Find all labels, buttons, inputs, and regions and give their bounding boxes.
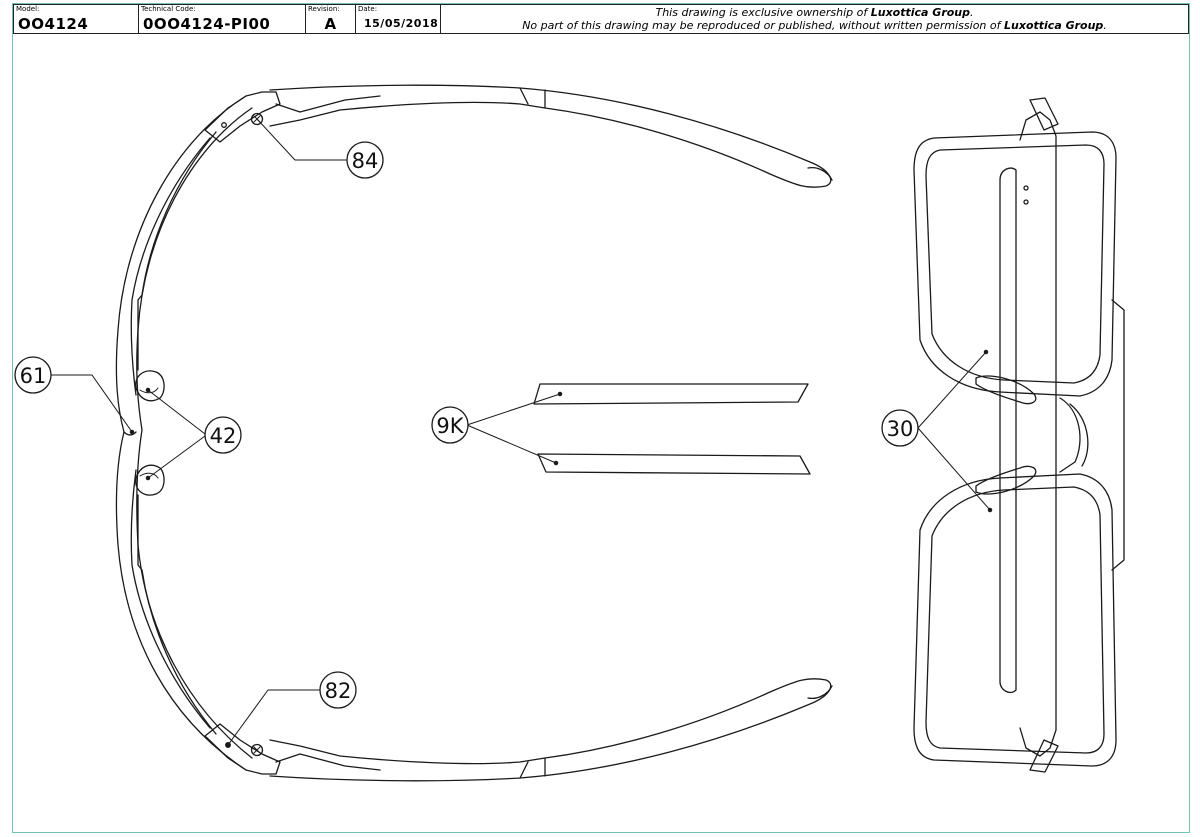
upper-lens-inner (925, 144, 1105, 384)
notice-line-2: No part of this drawing may be reproduce… (522, 19, 1107, 32)
callout-82: 82 (325, 679, 352, 703)
nose-pad-top (135, 370, 165, 402)
leader-84 (256, 118, 348, 161)
lower-lens-inner (925, 486, 1105, 754)
callout-9k: 9K (436, 414, 464, 438)
lens-edge-top-inner (137, 131, 217, 371)
front-rim-inner (136, 107, 253, 759)
temple-top-joint (519, 87, 546, 109)
callout-circle-82 (319, 671, 357, 709)
hinge-pin-bottom (225, 742, 231, 748)
date-value: 15/05/2018 (364, 17, 439, 30)
model-cell: Model: OO4124 (14, 5, 139, 33)
temple-tip-bottom (807, 685, 833, 700)
leader-61 (49, 374, 133, 433)
notice-line-1: This drawing is exclusive ownership of L… (655, 6, 974, 19)
temple-bottom-outer (269, 678, 832, 782)
ownership-notice: This drawing is exclusive ownership of L… (441, 5, 1188, 33)
temple-top-core (275, 95, 381, 113)
front-nose-pad-top (975, 375, 1037, 405)
screw-84 (250, 112, 264, 126)
lens-edge-top (130, 137, 211, 396)
leader-42-top (147, 389, 206, 435)
temple-end-bottom (1029, 739, 1059, 773)
screw-82 (250, 743, 264, 757)
model-label: Model: (16, 5, 40, 13)
upper-lens-outer (913, 131, 1117, 397)
temple-tip-upper (533, 383, 809, 405)
frame-top-view (115, 84, 833, 782)
callouts (14, 118, 993, 748)
temple-end-top (1029, 97, 1059, 131)
technical-code-cell: Technical Code: 0OO4124-PI00 (139, 5, 306, 33)
date-label: Date: (358, 5, 378, 13)
lens-edge-bottom-inner (137, 494, 217, 735)
owner-name-2: Luxottica Group (1004, 19, 1104, 32)
bridge (123, 431, 137, 436)
model-value: OO4124 (18, 15, 89, 33)
rim-side (1111, 299, 1125, 571)
callout-30: 30 (887, 417, 914, 441)
callout-61: 61 (20, 364, 47, 388)
revision-value: A (324, 15, 337, 33)
revision-cell: Revision: A (306, 5, 356, 33)
callout-84: 84 (352, 149, 379, 173)
temple-tip-top (807, 166, 833, 181)
title-block: Model: OO4124 Technical Code: 0OO4124-PI… (13, 4, 1189, 34)
drawing-sheet-border (12, 3, 1190, 833)
hinge-top (204, 91, 281, 143)
temple-bottom-core (275, 753, 381, 771)
technical-code-value: 0OO4124-PI00 (143, 15, 271, 33)
folded-temple (999, 167, 1017, 694)
lower-lens-outer (913, 473, 1117, 767)
owner-name: Luxottica Group (870, 6, 971, 19)
callout-circle-42 (204, 416, 242, 454)
hinge-bottom (204, 723, 281, 775)
callout-circle-30 (881, 409, 919, 447)
callout-circle-61 (14, 356, 52, 394)
leader-30-bottom (917, 427, 991, 511)
nose-pad-bottom (135, 464, 165, 496)
frame-front-view (913, 97, 1125, 773)
leader-82 (227, 689, 321, 746)
temple-bottom-joint (519, 757, 546, 779)
revision-label: Revision: (308, 5, 340, 13)
lens-edge-bottom (130, 469, 211, 729)
callout-42: 42 (210, 424, 237, 448)
leader-30-top (917, 351, 987, 429)
temple-tips-9k (533, 383, 811, 475)
temple-tip-lower (537, 453, 811, 475)
temple-top-outer (269, 84, 832, 188)
front-bridge (1059, 397, 1081, 473)
leader-9k-top (466, 393, 561, 426)
callout-labels: 84 61 42 9K 30 82 (20, 149, 914, 703)
callout-circle-9k (431, 406, 469, 444)
leader-9k-bottom (466, 424, 557, 464)
technical-code-label: Technical Code: (141, 5, 196, 13)
front-nose-pad-bottom (975, 465, 1037, 495)
leader-42-bottom (147, 435, 206, 479)
date-cell: Date: 15/05/2018 (356, 5, 441, 33)
hinge-pin-top (221, 122, 227, 128)
callout-circle-84 (346, 141, 384, 179)
